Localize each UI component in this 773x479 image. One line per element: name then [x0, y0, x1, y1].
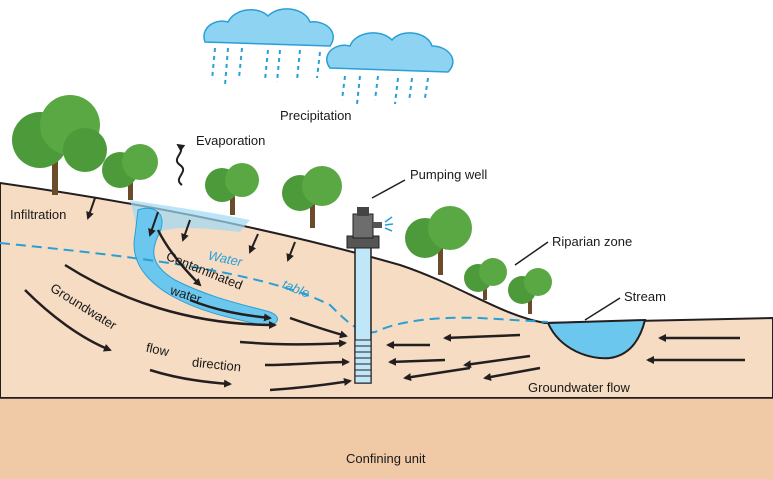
confining-unit-layer	[0, 398, 773, 479]
pump-body	[352, 213, 374, 239]
stream-leader	[584, 297, 621, 321]
tree-2	[102, 144, 158, 200]
pumping-well-leader	[371, 179, 406, 199]
riparian-zone-leader	[514, 241, 549, 266]
pump-spout	[373, 222, 382, 228]
infiltration-arrows	[86, 197, 296, 262]
tree-7	[508, 268, 552, 314]
tree-6	[464, 258, 507, 300]
pump-spray	[384, 216, 394, 232]
tree-5	[405, 206, 472, 275]
cloud-right	[326, 32, 454, 73]
precipitation-label: Precipitation	[280, 108, 352, 123]
evaporation-squiggle	[175, 143, 186, 186]
well-screen-slots	[355, 345, 371, 377]
tree-4	[282, 166, 342, 228]
cloud-left	[203, 8, 334, 47]
evaporation-label: Evaporation	[196, 133, 266, 148]
well-screen	[354, 339, 372, 384]
riparian-zone-label: Riparian zone	[552, 234, 633, 249]
pumping-well-label: Pumping well	[410, 167, 488, 182]
tree-3	[205, 163, 259, 215]
stream-channel	[546, 318, 647, 360]
pump-head	[357, 207, 369, 216]
confining-unit-label: Confining unit	[346, 451, 426, 466]
infiltration-label: Infiltration	[10, 207, 67, 222]
stream-label: Stream	[624, 289, 666, 304]
rain-drops	[211, 47, 429, 105]
groundwater-flow-arrows	[24, 229, 745, 392]
tree-1	[12, 95, 107, 195]
water-table-line	[0, 242, 549, 334]
groundwater-flow-label: Groundwater flow	[528, 380, 630, 395]
